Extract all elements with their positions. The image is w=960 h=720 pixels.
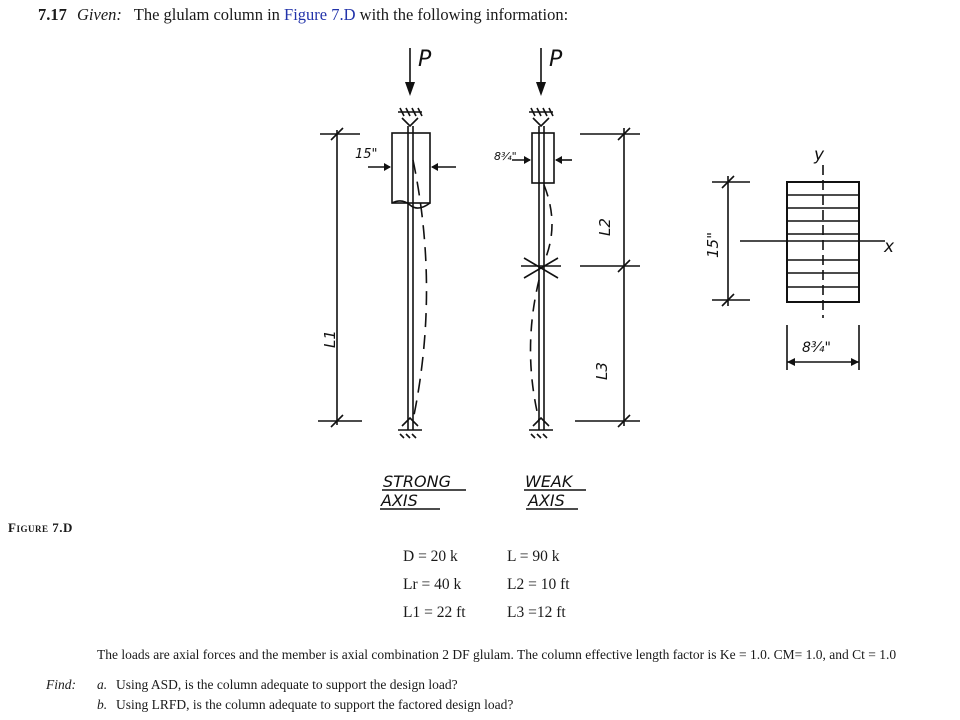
weak-caption-line2: AXIS bbox=[527, 491, 565, 510]
data-dead-load: D = 20 k bbox=[403, 548, 458, 565]
problem-number: 7.17 bbox=[38, 5, 67, 24]
find-item-text: Using LRFD, is the column adequate to su… bbox=[116, 697, 514, 712]
weak-load-label: P bbox=[549, 47, 563, 72]
find-item-text: Using ASD, is the column adequate to sup… bbox=[116, 677, 458, 692]
data-length-l1: L1 = 22 ft bbox=[403, 604, 466, 621]
strong-width-label: 15" bbox=[355, 147, 378, 162]
find-item-a: a. Using ASD, is the column adequate to s… bbox=[97, 677, 458, 693]
find-label: Find: bbox=[46, 677, 76, 692]
problem-header: 7.17 Given: The glulam column in Figure … bbox=[38, 5, 568, 25]
figure-link[interactable]: Figure 7.D bbox=[284, 5, 356, 24]
figure-label: Figure 7.D bbox=[8, 520, 73, 535]
weak-caption-line1: WEAK bbox=[525, 472, 574, 491]
data-length-l3: L3 =12 ft bbox=[507, 604, 566, 621]
data-live-load: L = 90 k bbox=[507, 548, 560, 565]
strong-caption-line1: STRONG bbox=[383, 472, 451, 491]
section-axis-x: x bbox=[883, 237, 895, 257]
strong-caption-line2: AXIS bbox=[380, 491, 418, 510]
find-item-letter: b. bbox=[97, 697, 108, 712]
section-axis-y: y bbox=[813, 145, 825, 165]
given-data-left: D = 20 k Lr = 40 k L1 = 22 ft bbox=[403, 543, 466, 627]
header-text-after: with the following information: bbox=[355, 5, 569, 24]
l1-label: L1 bbox=[321, 330, 339, 348]
l3-label: L3 bbox=[593, 362, 611, 380]
section-width-label: 8¾" bbox=[802, 340, 831, 356]
find-item-letter: a. bbox=[97, 677, 108, 692]
l2-label: L2 bbox=[596, 218, 614, 236]
header-text-before: The glulam column in bbox=[133, 5, 285, 24]
problem-description: The loads are axial forces and the membe… bbox=[97, 647, 897, 662]
weak-width-label: 8¾" bbox=[494, 150, 517, 163]
strong-load-label: P bbox=[418, 47, 432, 72]
given-data-right: L = 90 k L2 = 10 ft L3 =12 ft bbox=[507, 543, 570, 627]
data-roof-live-load: Lr = 40 k bbox=[403, 576, 462, 593]
given-label: Given: bbox=[77, 5, 122, 24]
section-height-label: 15" bbox=[704, 232, 722, 258]
find-item-b: b. Using LRFD, is the column adequate to … bbox=[97, 697, 513, 713]
data-length-l2: L2 = 10 ft bbox=[507, 576, 570, 593]
